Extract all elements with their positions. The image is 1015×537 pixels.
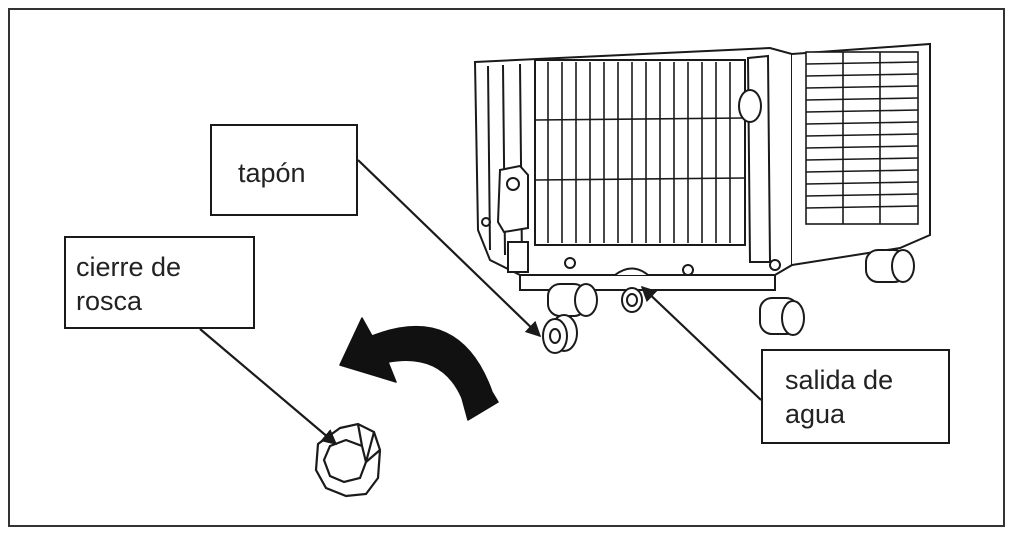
callout-water-outlet-line1: salida de: [785, 365, 894, 395]
plug-icon: [542, 314, 578, 354]
leader-line-cierre: [199, 328, 338, 445]
leader-line-salida: [640, 285, 762, 401]
callout-water-outlet-line2: agua: [785, 399, 846, 429]
leader-line-tapon: [357, 159, 542, 338]
caster-wheels: [547, 249, 915, 336]
callout-plug-label: tapón: [238, 158, 306, 188]
callout-water-outlet: salida de agua: [761, 349, 950, 444]
callout-screw-cap: cierre de rosca: [64, 236, 255, 329]
leader-lines: [199, 159, 762, 445]
diagram-frame: [8, 8, 1005, 527]
callout-screw-cap-line1: cierre de: [76, 252, 182, 282]
air-conditioner-unit: [473, 42, 931, 336]
water-outlet: [614, 267, 649, 313]
callout-plug: tapón: [210, 124, 358, 216]
curved-arrow-counterclockwise-icon: [339, 317, 499, 421]
callout-screw-cap-line2: rosca: [76, 286, 143, 316]
front-grille: [534, 62, 746, 243]
side-louvers: [805, 51, 919, 225]
